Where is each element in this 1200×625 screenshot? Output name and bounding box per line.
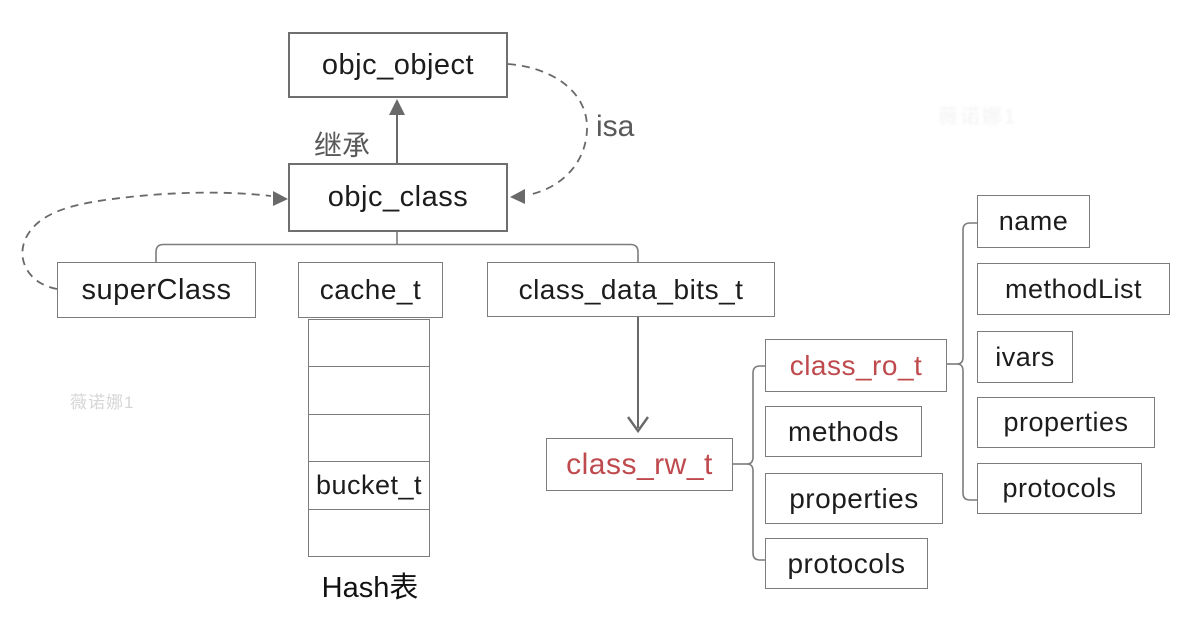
cache-row: [309, 508, 429, 556]
inherit-arrowhead-icon: [389, 99, 405, 115]
node-properties-right: properties: [977, 397, 1155, 448]
cache-row-bucket-t: bucket_t: [309, 461, 429, 508]
node-class-data-bits-t: class_data_bits_t: [487, 262, 775, 317]
rw-bracket-lower: [746, 463, 765, 561]
cache-row: [309, 413, 429, 461]
cache-row: [309, 366, 429, 413]
node-class-rw-t: class_rw_t: [546, 438, 733, 491]
node-class-ro-t: class_ro_t: [765, 339, 947, 392]
superclass-loop-arrowhead-icon: [273, 191, 288, 206]
hash-table-label: Hash表: [321, 572, 419, 604]
node-superclass: superClass: [57, 262, 256, 318]
node-cache-t: cache_t: [298, 262, 443, 318]
node-properties-mid: properties: [765, 473, 943, 524]
cache-hash-table: bucket_t: [308, 319, 430, 557]
cache-row: [309, 320, 429, 366]
rw-bracket-upper: [746, 365, 765, 465]
node-objc-object: objc_object: [288, 32, 508, 98]
inherit-label: 继承: [314, 130, 371, 161]
node-protocols-right: protocols: [977, 463, 1142, 514]
node-objc-class: objc_class: [288, 163, 508, 232]
node-name: name: [977, 195, 1090, 248]
isa-label: isa: [596, 110, 635, 143]
watermark-faint: 薇诺娜1: [938, 106, 1018, 128]
node-methods: methods: [765, 406, 922, 457]
watermark: 薇诺娜1: [70, 393, 135, 412]
node-methodlist: methodList: [977, 263, 1170, 315]
ro-bracket-lower: [956, 363, 977, 501]
isa-arc-dashed: [507, 63, 588, 196]
superclass-loop-dashed: [21, 191, 272, 290]
ro-bracket-upper: [956, 222, 977, 365]
node-ivars: ivars: [977, 331, 1073, 383]
isa-arrowhead-icon: [510, 189, 525, 204]
children-bracket: [155, 243, 639, 262]
bits-to-rw-arrowhead-icon: [627, 416, 649, 434]
node-protocols-mid: protocols: [765, 538, 928, 589]
